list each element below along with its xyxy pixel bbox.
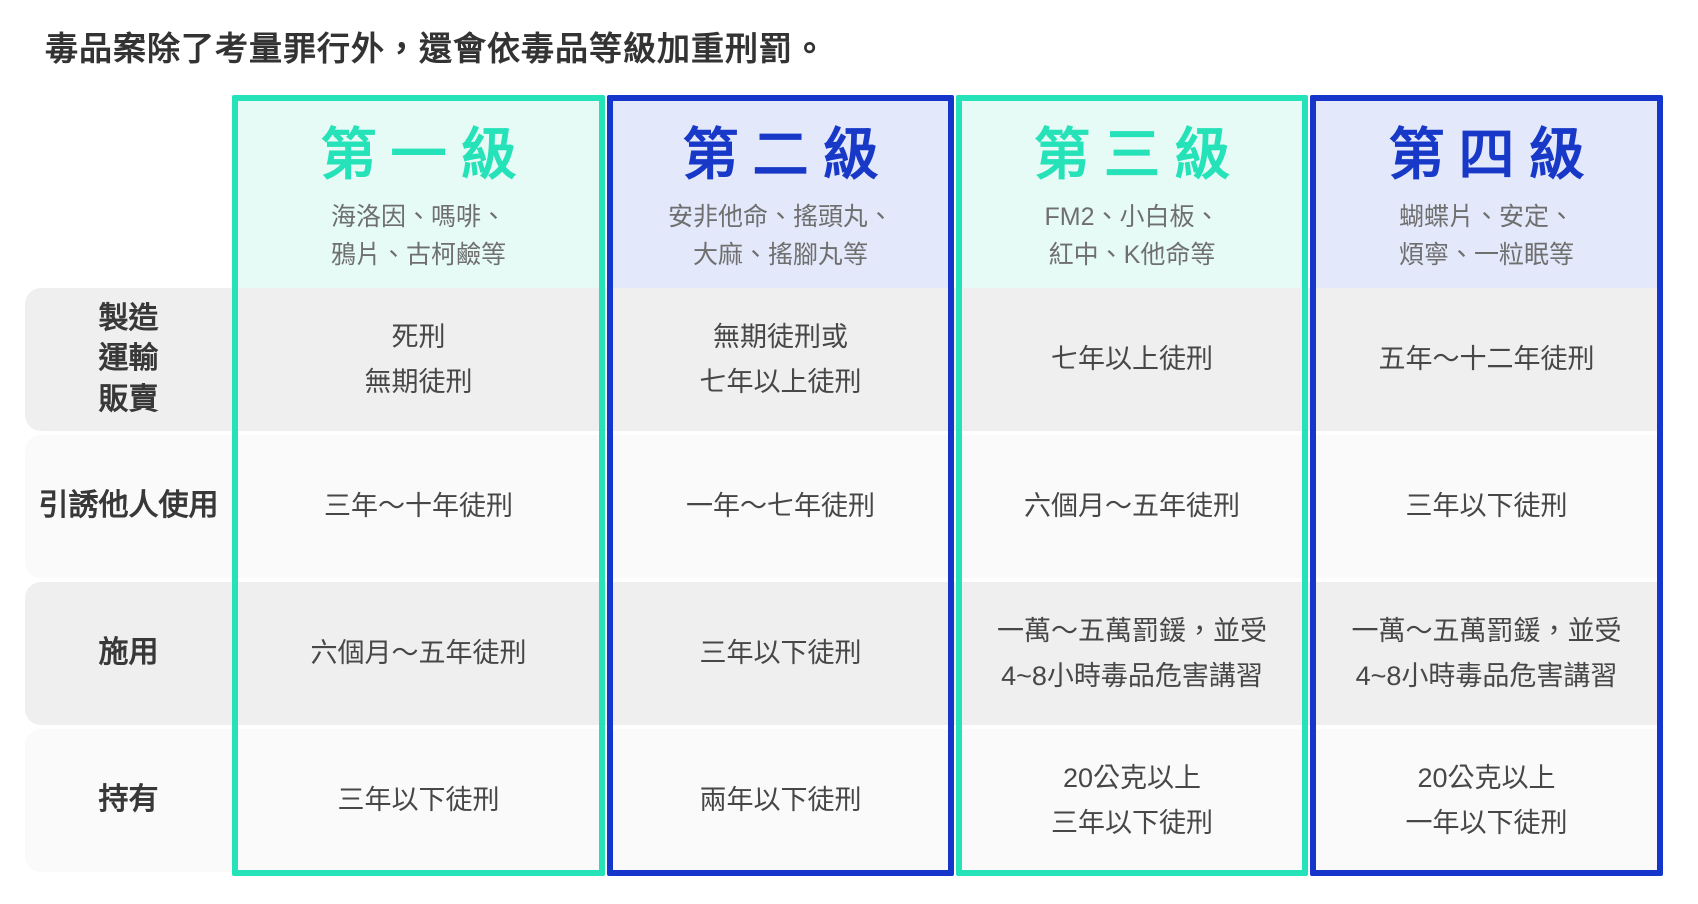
row-label-manufacture: 製造 運輸 販賣 [98,301,159,416]
column-level-1: 第一級 海洛因、嗎啡、 鴉片、古柯鹼等 [232,95,605,876]
row-label-use: 施用 [98,636,159,670]
cell-use-level2: 三年以下徒刑 [699,638,862,669]
column-level-3-header: 第三級 FM2、小白板、 紅中、K他命等 [962,101,1302,288]
cell-use-level4: 一萬～五萬罰鍰，並受 4~8小時毒品危害講習 [1351,615,1622,691]
row-band-manufacture [25,288,1663,431]
column-level-3-title: 第三級 [1034,123,1244,186]
page-title: 毒品案除了考量罪行外，還會依毒品等級加重刑罰。 [45,30,827,67]
cell-manufacture-level1: 死刑 無期徒刑 [364,321,473,397]
column-level-2: 第二級 安非他命、搖頭丸、 大麻、搖腳丸等 [607,95,954,876]
column-level-2-header: 第二級 安非他命、搖頭丸、 大麻、搖腳丸等 [613,101,948,288]
column-level-3-drugs: FM2、小白板、 紅中、K他命等 [1044,203,1220,269]
column-level-4: 第四級 蝴蝶片、安定、 煩寧、一粒眠等 [1310,95,1663,876]
cell-use-level1: 六個月～五年徒刑 [310,638,527,669]
cell-possess-level1: 三年以下徒刑 [337,785,500,816]
column-level-1-drugs: 海洛因、嗎啡、 鴉片、古柯鹼等 [330,203,506,269]
column-level-1-title: 第一級 [320,123,531,186]
cell-use-level3: 一萬～五萬罰鍰，並受 4~8小時毒品危害講習 [997,615,1267,691]
column-level-2-title: 第二級 [682,123,893,186]
column-level-4-header: 第四級 蝴蝶片、安定、 煩寧、一粒眠等 [1316,101,1657,288]
column-level-3: 第三級 FM2、小白板、 紅中、K他命等 [956,95,1308,876]
cell-manufacture-level3: 七年以上徒刑 [1051,344,1213,375]
row-band-use [25,582,1663,725]
row-band-induce [25,435,1663,578]
cell-induce-level4: 三年以下徒刑 [1405,491,1568,522]
cell-possess-level4: 20公克以上 一年以下徒刑 [1405,762,1568,838]
column-level-4-title: 第四級 [1388,123,1599,186]
cell-induce-level3: 六個月～五年徒刑 [1024,491,1240,522]
cell-possess-level2: 兩年以下徒刑 [699,785,862,816]
column-level-4-drugs: 蝴蝶片、安定、 煩寧、一粒眠等 [1398,203,1574,269]
column-level-2-drugs: 安非他命、搖頭丸、 大麻、搖腳丸等 [667,203,893,269]
row-label-induce: 引誘他人使用 [38,489,219,523]
row-label-possess: 持有 [98,783,159,817]
cell-manufacture-level4: 五年～十二年徒刑 [1378,344,1595,375]
cell-induce-level1: 三年～十年徒刑 [324,491,513,522]
row-band-possess [25,729,1663,872]
column-level-1-header: 第一級 海洛因、嗎啡、 鴉片、古柯鹼等 [238,101,599,288]
cell-manufacture-level2: 無期徒刑或 七年以上徒刑 [699,321,862,397]
cell-induce-level2: 一年～七年徒刑 [686,491,875,522]
cell-possess-level3: 20公克以上 三年以下徒刑 [1051,762,1213,838]
